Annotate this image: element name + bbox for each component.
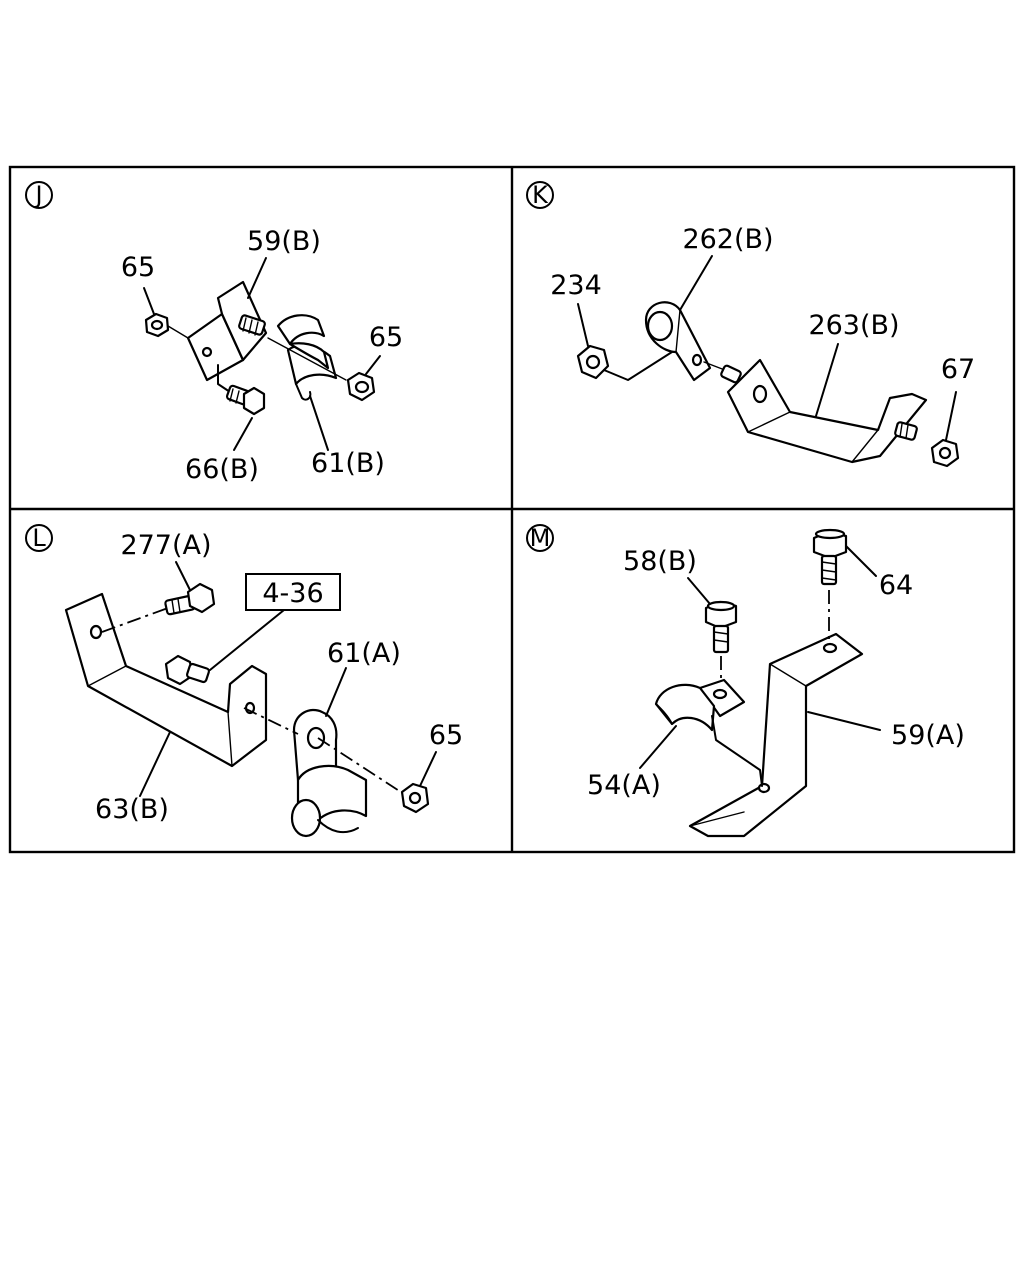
label-j-clip-61b: 61(B): [311, 448, 385, 479]
nut-65-left-part: [144, 312, 189, 339]
nut-65-right-part: [267, 337, 376, 402]
label-m-clip-54a: 54(A): [587, 770, 661, 801]
label-k-nut-234: 234: [550, 270, 602, 301]
label-j-nut-65-left: 65: [121, 252, 155, 283]
clip-54a-part: [654, 678, 763, 787]
label-l-clip-61a: 61(A): [327, 638, 401, 669]
label-m-bolt-64: 64: [879, 570, 913, 601]
label-j-nut-65-right: 65: [369, 322, 403, 353]
section-k: K: [526, 181, 975, 468]
label-j-bolt-66b: 66(B): [185, 454, 259, 485]
svg-text:M: M: [530, 524, 551, 552]
label-j-bracket-59b: 59(B): [247, 226, 321, 257]
nut-67-part: [930, 438, 960, 468]
nut-65-l-part: [400, 782, 430, 814]
label-l-bolt-277a: 277(A): [120, 530, 211, 561]
clamp-262b-part: [644, 301, 712, 382]
label-k-clamp-262b: 262(B): [682, 224, 773, 255]
clip-61b-part: [276, 314, 338, 401]
stud-part: [238, 314, 266, 336]
section-j-marker: J: [25, 181, 53, 209]
bracket-263b-part: [703, 358, 928, 464]
label-l-bracket-63b: 63(B): [95, 794, 169, 825]
svg-text:K: K: [532, 181, 549, 209]
label-k-nut-67: 67: [941, 354, 975, 385]
label-m-bracket-59a: 59(A): [891, 720, 965, 751]
label-k-bracket-263b: 263(B): [808, 310, 899, 341]
section-m: M: [526, 524, 965, 838]
section-l-marker: L: [25, 524, 53, 552]
svg-text:J: J: [33, 181, 42, 209]
section-m-marker: M: [526, 524, 554, 552]
bolt-64-part: [812, 528, 848, 640]
bolt-277a-part: [101, 582, 216, 633]
svg-text:L: L: [32, 524, 46, 552]
section-k-marker: K: [526, 181, 554, 209]
bolt-66b-part: [225, 384, 266, 416]
reference-4-36-box: 4-36: [209, 573, 341, 671]
bracket-59b-part: [186, 280, 268, 397]
diagram-frame: [8, 165, 1016, 854]
bracket-59a-part: [688, 632, 864, 838]
clip-61a-part: [290, 708, 368, 838]
label-l-reference-4-36: 4-36: [262, 578, 323, 609]
nut-234-part: [576, 344, 673, 381]
label-l-nut-65: 65: [429, 720, 463, 751]
label-m-bolt-58b: 58(B): [623, 546, 697, 577]
bolt-ref-part: [164, 654, 210, 686]
section-j: J: [25, 181, 403, 485]
bolt-58b-part: [704, 600, 738, 692]
section-l: L 4-36: [25, 524, 463, 838]
stud-k-part: [720, 364, 918, 441]
